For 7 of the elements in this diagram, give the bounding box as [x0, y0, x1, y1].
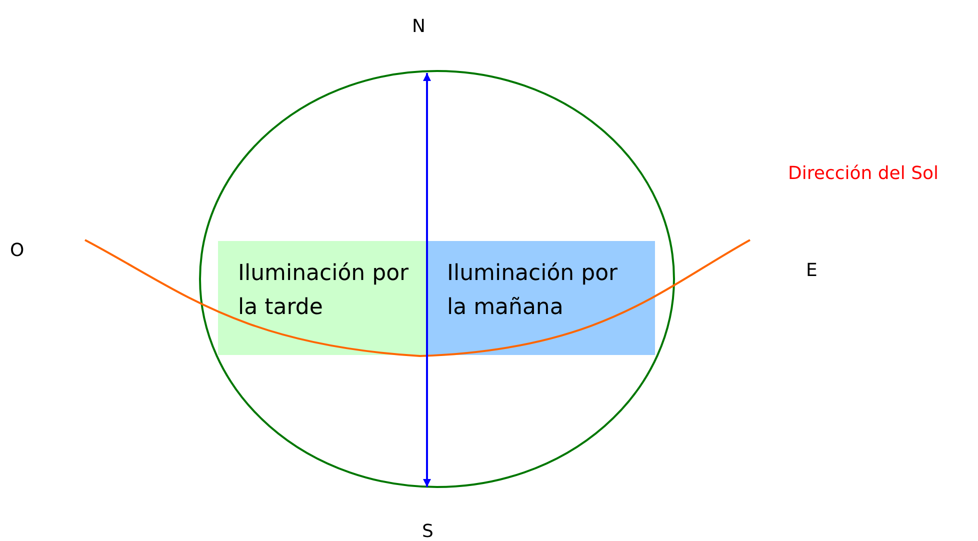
compass-label: N — [412, 16, 426, 37]
caption-text: Dirección del Sol — [788, 163, 939, 184]
illumination-zone: Iluminación por la mañana — [427, 241, 655, 355]
compass-label: E — [806, 260, 818, 281]
illumination-zone: Iluminación por la tarde — [218, 241, 427, 355]
compass-label: S — [422, 521, 434, 541]
compass-label: O — [10, 240, 24, 261]
